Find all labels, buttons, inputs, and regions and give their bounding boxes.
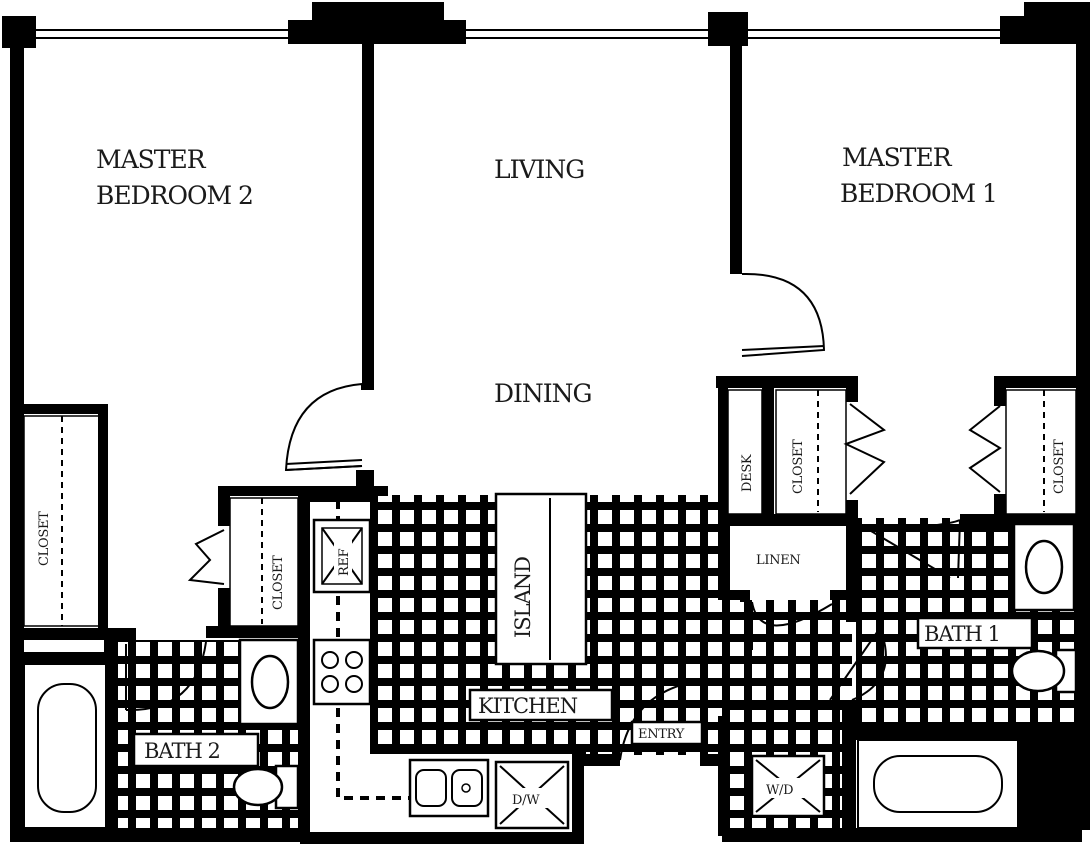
- label-bath-1: BATH 1: [924, 622, 1000, 646]
- label-closet-bedroom-1a: CLOSET: [791, 439, 806, 494]
- fixtures: [23, 492, 1078, 830]
- label-wd: W/D: [766, 783, 793, 798]
- label-closet-walkin: CLOSET: [271, 555, 286, 610]
- label-ref: REF: [337, 548, 352, 576]
- label-dining: DINING: [494, 379, 592, 408]
- label-island: ISLAND: [511, 557, 535, 638]
- label-master-bedroom-1-line2: BEDROOM 1: [840, 179, 997, 208]
- label-closet-bedroom-2: CLOSET: [37, 511, 52, 566]
- label-linen: LINEN: [756, 553, 801, 568]
- interior-walls: [18, 40, 1078, 836]
- label-kitchen: KITCHEN: [478, 694, 578, 718]
- label-living: LIVING: [494, 155, 584, 184]
- label-master-bedroom-2-line1: MASTER: [96, 145, 207, 174]
- label-master-bedroom-2-line2: BEDROOM 2: [96, 181, 253, 210]
- label-closet-bedroom-1b: CLOSET: [1052, 439, 1067, 494]
- label-entry: ENTRY: [638, 727, 685, 742]
- label-dw: D/W: [512, 793, 540, 808]
- label-desk: DESK: [740, 454, 755, 492]
- label-bath-2: BATH 2: [144, 739, 220, 763]
- doors: [125, 272, 1002, 761]
- label-master-bedroom-1-line1: MASTER: [842, 143, 953, 172]
- room-labels: MASTER BEDROOM 2 LIVING MASTER BEDROOM 1…: [37, 143, 1067, 808]
